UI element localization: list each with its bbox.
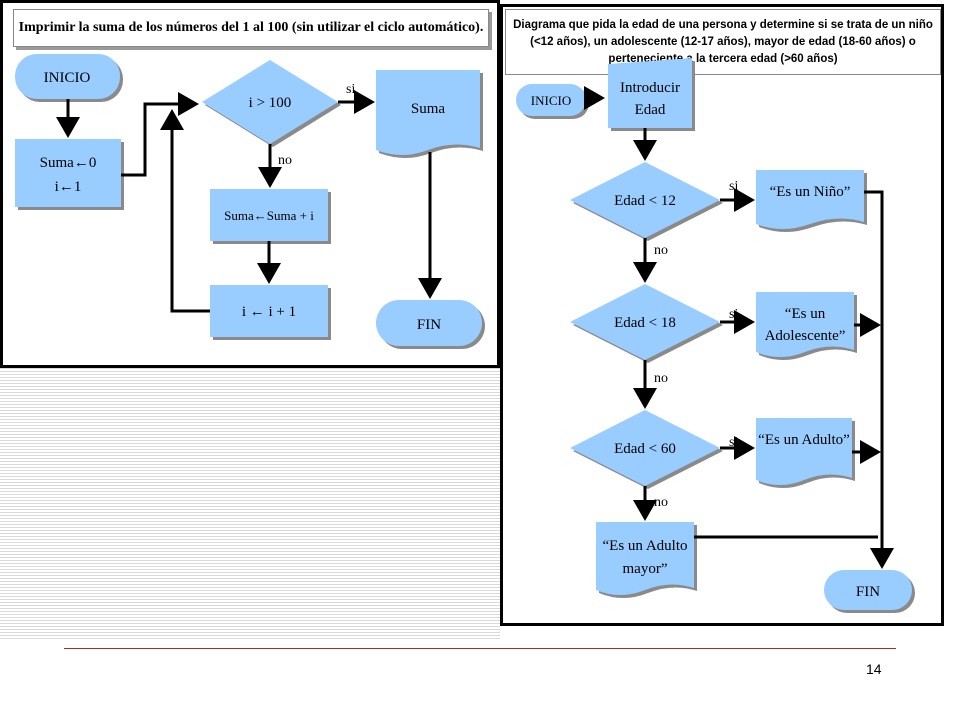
right-yes-label-2: si bbox=[729, 307, 738, 322]
right-output-3-label: “Es un Adulto” bbox=[758, 432, 850, 448]
left-yes-label: si bbox=[346, 82, 355, 97]
page-number: 14 bbox=[866, 661, 882, 677]
right-no-label-2: no bbox=[654, 371, 668, 386]
right-output-4-document bbox=[596, 522, 694, 595]
right-no-label-1: no bbox=[654, 243, 668, 258]
lined-background bbox=[0, 360, 500, 640]
right-output-4-label-1: “Es un Adulto bbox=[603, 538, 688, 554]
right-output-1-document bbox=[756, 170, 864, 229]
right-start-terminal bbox=[516, 84, 586, 116]
left-decision-label: i > 100 bbox=[249, 95, 292, 111]
right-output-3-document bbox=[756, 418, 852, 485]
right-input-label-1: Introducir bbox=[620, 80, 680, 96]
right-flowchart-title: Diagrama que pida la edad de una persona… bbox=[505, 9, 941, 75]
right-end-label: FIN bbox=[856, 584, 880, 600]
left-no-label: no bbox=[278, 153, 292, 168]
left-init-process bbox=[15, 139, 121, 207]
right-output-2-document bbox=[756, 292, 854, 357]
right-output-2-label-2: Adolescente” bbox=[765, 328, 846, 344]
right-decision-1 bbox=[570, 162, 720, 238]
right-input-label-2: Edad bbox=[635, 102, 666, 118]
right-input-manual bbox=[608, 58, 692, 128]
left-init-label-1: Suma←0 bbox=[40, 155, 97, 171]
left-end-label: FIN bbox=[417, 317, 441, 333]
left-accumulate-label: Suma←Suma + i bbox=[224, 208, 314, 223]
left-increment-label: i ← i + 1 bbox=[242, 304, 296, 320]
right-decision-1-label: Edad < 12 bbox=[614, 193, 676, 209]
right-decision-2 bbox=[570, 284, 720, 360]
right-no-label-3: no bbox=[654, 495, 668, 510]
right-decision-2-label: Edad < 18 bbox=[614, 315, 676, 331]
right-yes-label-3: si bbox=[729, 435, 738, 450]
right-start-label: INICIO bbox=[531, 93, 571, 108]
right-decision-3-label: Edad < 60 bbox=[614, 441, 676, 457]
left-start-label: INICIO bbox=[44, 70, 91, 86]
left-init-label-2: i←1 bbox=[55, 179, 82, 195]
left-accumulate-process bbox=[210, 189, 328, 241]
footer-rule bbox=[64, 648, 896, 649]
right-decision-3 bbox=[570, 410, 720, 486]
left-end-terminal bbox=[376, 300, 482, 346]
right-connectors bbox=[584, 86, 894, 569]
left-output-document bbox=[376, 70, 480, 155]
right-output-4-label-2: mayor” bbox=[623, 561, 668, 577]
right-end-terminal bbox=[824, 570, 912, 610]
left-increment-process bbox=[210, 285, 328, 337]
left-output-label: Suma bbox=[411, 101, 446, 117]
left-decision bbox=[202, 60, 338, 144]
left-start-terminal bbox=[15, 54, 120, 99]
right-output-1-label: “Es un Niño” bbox=[770, 184, 851, 200]
right-yes-label-1: si bbox=[729, 179, 738, 194]
left-connectors bbox=[56, 90, 442, 313]
right-output-2-label-1: “Es un bbox=[785, 306, 826, 322]
left-flowchart-title: Imprimir la suma de los números del 1 al… bbox=[13, 9, 489, 47]
